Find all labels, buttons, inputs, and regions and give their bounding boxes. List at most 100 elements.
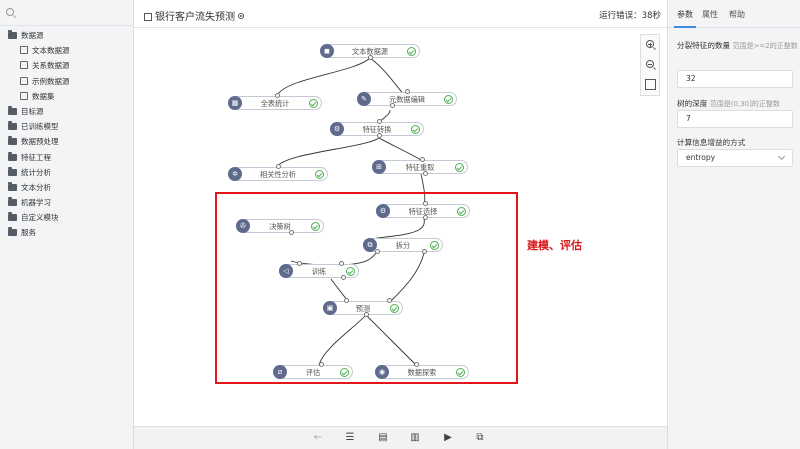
tab-params[interactable]: 参数 xyxy=(674,10,696,28)
node-evaluate[interactable]: ⧄ 评估 xyxy=(273,362,353,379)
node-train[interactable]: ◁ 训练 xyxy=(279,261,359,280)
param-hint: 范围是>=2的正整数 xyxy=(732,42,798,50)
node-feature-select[interactable]: ⚙ 特征选择 xyxy=(376,201,470,220)
input-port[interactable] xyxy=(414,362,419,367)
output-port[interactable] xyxy=(423,215,428,220)
folder-icon xyxy=(8,166,17,176)
input-port[interactable] xyxy=(297,261,302,266)
input-port[interactable] xyxy=(423,201,428,206)
split-features-input[interactable]: 32 xyxy=(677,70,793,88)
gear-icon: ⚙ xyxy=(376,204,390,218)
tree-item-datasource[interactable]: 数据源 xyxy=(0,28,133,43)
tree-item-text-datasource[interactable]: 文本数据源 xyxy=(0,43,133,58)
export-icon[interactable]: ⧉ xyxy=(476,432,484,443)
input-port[interactable] xyxy=(276,164,281,169)
node-feature-extract[interactable]: ⊞ 特征重取 xyxy=(372,157,468,176)
info-gain-select[interactable]: entropy xyxy=(677,149,793,167)
tree-item-relational-datasource[interactable]: 关系数据源 xyxy=(0,58,133,73)
output-port[interactable] xyxy=(422,249,427,254)
edge xyxy=(369,57,406,97)
filter-icon: ⊞ xyxy=(372,160,386,174)
input-port[interactable] xyxy=(344,298,349,303)
fit-view-button[interactable] xyxy=(641,75,659,95)
folder-icon xyxy=(8,30,17,39)
edit-icon: ✎ xyxy=(357,92,371,106)
tree-item-label: 数据源 xyxy=(21,31,44,40)
tree-item-label: 文本数据源 xyxy=(32,46,70,56)
tree-depth-input[interactable]: 7 xyxy=(677,110,793,128)
sidebar-search[interactable] xyxy=(0,0,133,26)
tree-item-machine-learning[interactable]: 机器学习 xyxy=(0,195,133,210)
tree-item-sample-datasource[interactable]: 示例数据源 xyxy=(0,74,133,89)
zoom-in-button[interactable] xyxy=(641,35,659,55)
search-icon xyxy=(6,8,14,16)
tree-item-statistics[interactable]: 统计分析 xyxy=(0,165,133,180)
node-label: 预测 xyxy=(355,304,371,313)
node-predict[interactable]: ▣ 预测 xyxy=(323,298,403,317)
node-metadata-edit[interactable]: ✎ 元数据编辑 xyxy=(357,89,457,108)
folder-icon xyxy=(8,121,17,131)
tab-help[interactable]: 帮助 xyxy=(729,10,745,19)
tree-item-dataset[interactable]: 数据集 xyxy=(0,89,133,104)
output-port[interactable] xyxy=(390,103,395,108)
output-port[interactable] xyxy=(289,230,294,235)
input-port[interactable] xyxy=(377,119,382,124)
input-port[interactable] xyxy=(275,93,280,98)
output-port[interactable] xyxy=(423,171,428,176)
output-port[interactable] xyxy=(364,312,369,317)
tree-item-label: 关系数据源 xyxy=(32,61,70,71)
zoom-toolbar xyxy=(640,34,660,96)
tree-item-label: 示例数据源 xyxy=(32,76,70,86)
node-label: 数据探索 xyxy=(407,368,437,377)
input-port[interactable] xyxy=(319,362,324,367)
node-label: 决策树 xyxy=(269,222,291,231)
node-table-stats[interactable]: ▦ 全表统计 xyxy=(228,93,322,110)
tree-item-custom-modules[interactable]: 自定义模块 xyxy=(0,210,133,225)
node-correlation[interactable]: ✲ 相关性分析 xyxy=(228,164,328,181)
zoom-out-button[interactable] xyxy=(641,55,659,75)
tree-item-trained-models[interactable]: 已训练模型 xyxy=(0,119,133,134)
param-label: 分裂特征的数量 范围是>=2的正整数 xyxy=(677,40,798,51)
node-decision-tree[interactable]: ✇ 决策树 xyxy=(236,219,324,235)
tree-item-label: 自定义模块 xyxy=(21,213,59,223)
input-port[interactable] xyxy=(405,89,410,94)
minus xyxy=(648,64,652,65)
node-label: 全表统计 xyxy=(260,99,290,108)
node-text-datasource[interactable]: ◼ 文本数据源 xyxy=(320,44,420,60)
canvas-header: 银行客户流失预测 运行错误：38秒 xyxy=(134,0,667,28)
run-icon[interactable]: ▶ xyxy=(444,432,452,443)
back-arrow-icon[interactable]: ← xyxy=(313,432,323,443)
folder-icon xyxy=(8,212,17,222)
folder-icon xyxy=(8,197,17,207)
output-port[interactable] xyxy=(341,275,346,280)
output-port[interactable] xyxy=(377,133,382,138)
success-check-icon xyxy=(411,125,420,134)
edit-icon[interactable] xyxy=(144,13,152,21)
list-icon[interactable]: ☰ xyxy=(345,432,355,443)
node-split[interactable]: ⧉ 拆分 xyxy=(363,238,443,254)
wrench-icon: ✇ xyxy=(236,219,250,233)
tab-attributes[interactable]: 属性 xyxy=(702,10,718,19)
param-hint: 范围是(0,30]的正整数 xyxy=(709,100,780,108)
tree-item-label: 统计分析 xyxy=(21,167,51,177)
input-port[interactable] xyxy=(387,298,392,303)
output-port[interactable] xyxy=(368,55,373,60)
tree-item-target[interactable]: 目标源 xyxy=(0,104,133,119)
success-check-icon xyxy=(315,170,324,179)
save-as-icon[interactable]: ▥ xyxy=(410,432,420,443)
success-check-icon xyxy=(311,222,320,231)
input-port[interactable] xyxy=(420,157,425,162)
tree-item-text-analysis[interactable]: 文本分析 xyxy=(0,180,133,195)
tree-item-preprocessing[interactable]: 数据预处理 xyxy=(0,134,133,149)
tree-item-feature-engineering[interactable]: 特征工程 xyxy=(0,150,133,165)
workflow-canvas[interactable]: ◼ 文本数据源 ▦ 全表统计 ✎ 元数据编辑 ⚙ 特征转换 ✲ 相关性分析 ⊞ … xyxy=(134,28,667,426)
input-port[interactable] xyxy=(339,261,344,266)
tree-item-services[interactable]: 服务 xyxy=(0,225,133,240)
node-feature-transform[interactable]: ⚙ 特征转换 xyxy=(330,119,424,138)
node-data-explore[interactable]: ◉ 数据探索 xyxy=(375,362,469,379)
save-icon[interactable]: ▤ xyxy=(378,432,388,443)
node-label: 元数据编辑 xyxy=(389,95,425,104)
output-port[interactable] xyxy=(375,249,380,254)
train-icon: ◁ xyxy=(279,264,293,278)
chevron-down-icon xyxy=(777,152,786,161)
